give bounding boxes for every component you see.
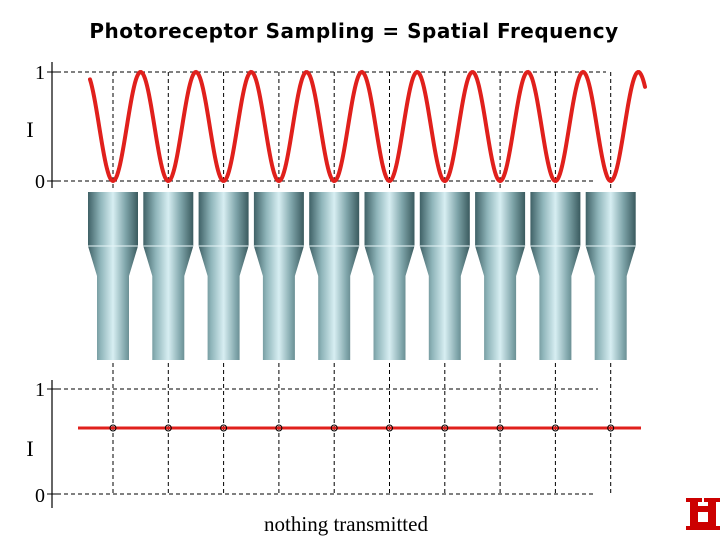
diagram-title: Photoreceptor Sampling = Spatial Frequen… bbox=[89, 19, 618, 43]
bottom-plot: 1 0 I bbox=[26, 379, 598, 508]
sample-point bbox=[607, 424, 615, 432]
sample-points bbox=[109, 424, 615, 432]
top-y-axis-label: I bbox=[26, 117, 33, 142]
sample-point bbox=[220, 424, 228, 432]
sample-point bbox=[551, 424, 559, 432]
photoreceptor bbox=[143, 192, 194, 360]
sampling-lines bbox=[112, 72, 612, 494]
bottom-y-axis-label: I bbox=[26, 436, 33, 461]
input-sinusoid bbox=[88, 69, 647, 184]
sample-point bbox=[275, 424, 283, 432]
photoreceptor bbox=[475, 192, 526, 360]
photoreceptor bbox=[585, 192, 636, 360]
photoreceptor bbox=[364, 192, 415, 360]
sample-point bbox=[330, 424, 338, 432]
photoreceptor bbox=[198, 192, 249, 360]
sample-point bbox=[386, 424, 393, 432]
university-logo bbox=[686, 498, 720, 530]
bottom-y-tick-min: 0 bbox=[35, 485, 45, 507]
top-plot: 1 0 I bbox=[26, 62, 606, 193]
sample-point bbox=[496, 424, 504, 432]
sample-point bbox=[441, 424, 449, 432]
photoreceptor bbox=[88, 192, 138, 360]
bottom-y-tick-max: 1 bbox=[35, 379, 45, 401]
photoreceptor bbox=[530, 192, 581, 360]
photoreceptor bbox=[309, 192, 360, 360]
top-y-tick-min: 0 bbox=[35, 171, 45, 193]
sample-point bbox=[109, 424, 117, 432]
photoreceptor bbox=[253, 192, 304, 360]
caption: nothing transmitted bbox=[264, 512, 428, 536]
sample-point bbox=[164, 424, 172, 432]
photoreceptor bbox=[419, 192, 470, 360]
photoreceptor-row bbox=[88, 192, 636, 360]
top-y-tick-max: 1 bbox=[35, 62, 45, 84]
